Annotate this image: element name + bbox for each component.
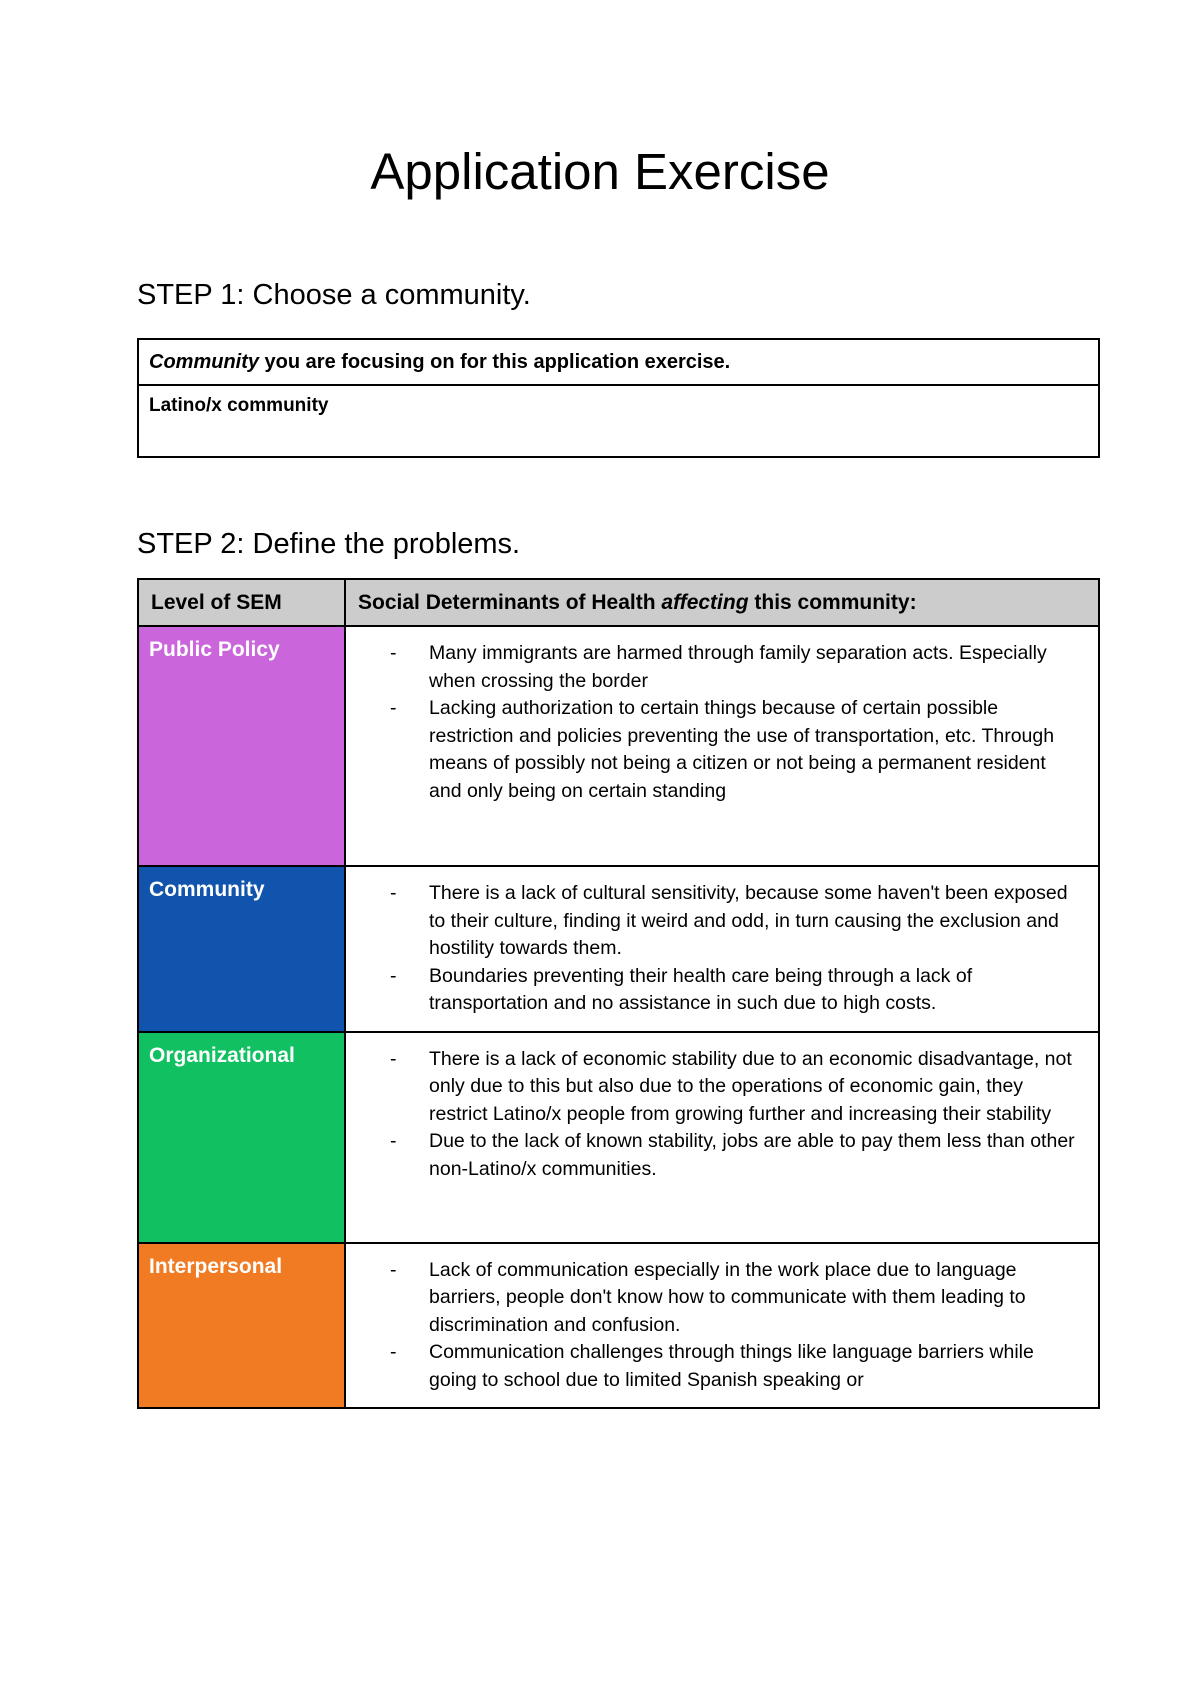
community-label-italic: Community <box>149 350 259 373</box>
dash-marker: - <box>390 697 397 719</box>
dash-marker: - <box>390 1047 397 1070</box>
sem-level-label: Community <box>149 878 265 901</box>
step1-heading: STEP 1: Choose a community. <box>137 279 531 311</box>
dash-marker: - <box>390 1258 397 1281</box>
sem-table-row: Community - There is a lack of cultural se… <box>137 865 1100 1033</box>
sdoh-header-before: Social Determinants of Health <box>358 590 662 614</box>
dash-marker: - <box>390 964 397 987</box>
bullet-item: - Many immigrants are harmed through fami… <box>390 640 1084 695</box>
sem-table-row: Interpersonal - Lack of communication espe… <box>137 1241 1100 1409</box>
bullet-text: There is a lack of cultural sensitivity,… <box>429 882 1068 959</box>
community-value-cell: Latino/x community <box>137 384 1100 458</box>
bullet-list: - Many immigrants are harmed through fami… <box>346 640 1084 805</box>
bullet-text: Boundaries preventing their health care … <box>429 964 973 1015</box>
bullet-item: - Communication challenges through things… <box>390 1339 1084 1394</box>
dash-marker: - <box>390 882 397 904</box>
sem-level-label: Interpersonal <box>149 1254 283 1278</box>
sdoh-header-after: this community: <box>748 590 917 614</box>
bullet-item: - Lacking authorization to certain things… <box>390 695 1084 805</box>
step2-heading: STEP 2: Define the problems. <box>137 528 521 560</box>
level-of-sem-column-header: Level of SEM <box>137 578 346 627</box>
sem-level-cell: Interpersonal <box>137 1241 346 1409</box>
sem-level-label: Public Policy <box>149 638 280 661</box>
dash-marker: - <box>390 1130 397 1152</box>
sem-level-cell: Public Policy <box>137 625 346 867</box>
sem-detail-cell: - There is a lack of economic stability d… <box>344 1030 1100 1244</box>
bullet-item: - Due to the lack of known stability, job… <box>390 1128 1084 1183</box>
bullet-item: - There is a lack of cultural sensitivity… <box>390 880 1084 963</box>
community-label-rest: you are focusing on for this application… <box>259 350 731 373</box>
sem-table: Level of SEM Social Determinants of Heal… <box>137 578 1100 1409</box>
sem-table-row: Public Policy - Many immigrants are harmed… <box>137 625 1100 867</box>
community-table-header-cell: Community you are focusing on for this a… <box>137 338 1100 386</box>
bullet-text: There is a lack of economic stability du… <box>429 1047 1072 1125</box>
dash-marker: - <box>390 642 397 664</box>
bullet-text: Lack of communication especially in the … <box>429 1258 1026 1336</box>
bullet-text: Lacking authorization to certain things … <box>429 697 1055 802</box>
bullet-list: - Lack of communication especially in the… <box>346 1257 1084 1395</box>
bullet-text: Communication challenges through things … <box>429 1341 1034 1391</box>
document-body: STEP 1: Choose a community. Community yo… <box>137 279 1100 1409</box>
community-table: Community you are focusing on for this a… <box>137 338 1100 458</box>
bullet-text: Many immigrants are harmed through famil… <box>429 642 1047 692</box>
community-table-value-row: Latino/x community <box>137 384 1100 458</box>
document-page: Application Exercise STEP 1: Choose a co… <box>0 142 1200 1409</box>
sem-table-header-row: Level of SEM Social Determinants of Heal… <box>137 578 1100 627</box>
sem-table-row: Organizational - There is a lack of econom… <box>137 1030 1100 1244</box>
bullet-text: Due to the lack of known stability, jobs… <box>429 1130 1075 1180</box>
community-table-header-row: Community you are focusing on for this a… <box>137 338 1100 386</box>
sem-level-label: Organizational <box>149 1043 295 1067</box>
sdoh-header-italic: affecting <box>661 590 749 614</box>
sem-level-cell: Organizational <box>137 1030 346 1244</box>
bullet-list: - There is a lack of cultural sensitivity… <box>346 880 1084 1018</box>
dash-marker: - <box>390 1341 397 1363</box>
sem-level-cell: Community <box>137 865 346 1033</box>
bullet-list: - There is a lack of economic stability d… <box>346 1046 1084 1184</box>
sdoh-column-header: Social Determinants of Health affecting … <box>344 578 1100 627</box>
sem-detail-cell: - There is a lack of cultural sensitivity… <box>344 865 1100 1033</box>
sem-detail-cell: - Lack of communication especially in the… <box>344 1241 1100 1409</box>
bullet-item: - There is a lack of economic stability d… <box>390 1046 1084 1129</box>
document-title: Application Exercise <box>370 143 830 200</box>
sem-detail-cell: - Many immigrants are harmed through fami… <box>344 625 1100 867</box>
bullet-item: - Boundaries preventing their health care… <box>390 963 1084 1018</box>
bullet-item: - Lack of communication especially in the… <box>390 1257 1084 1340</box>
